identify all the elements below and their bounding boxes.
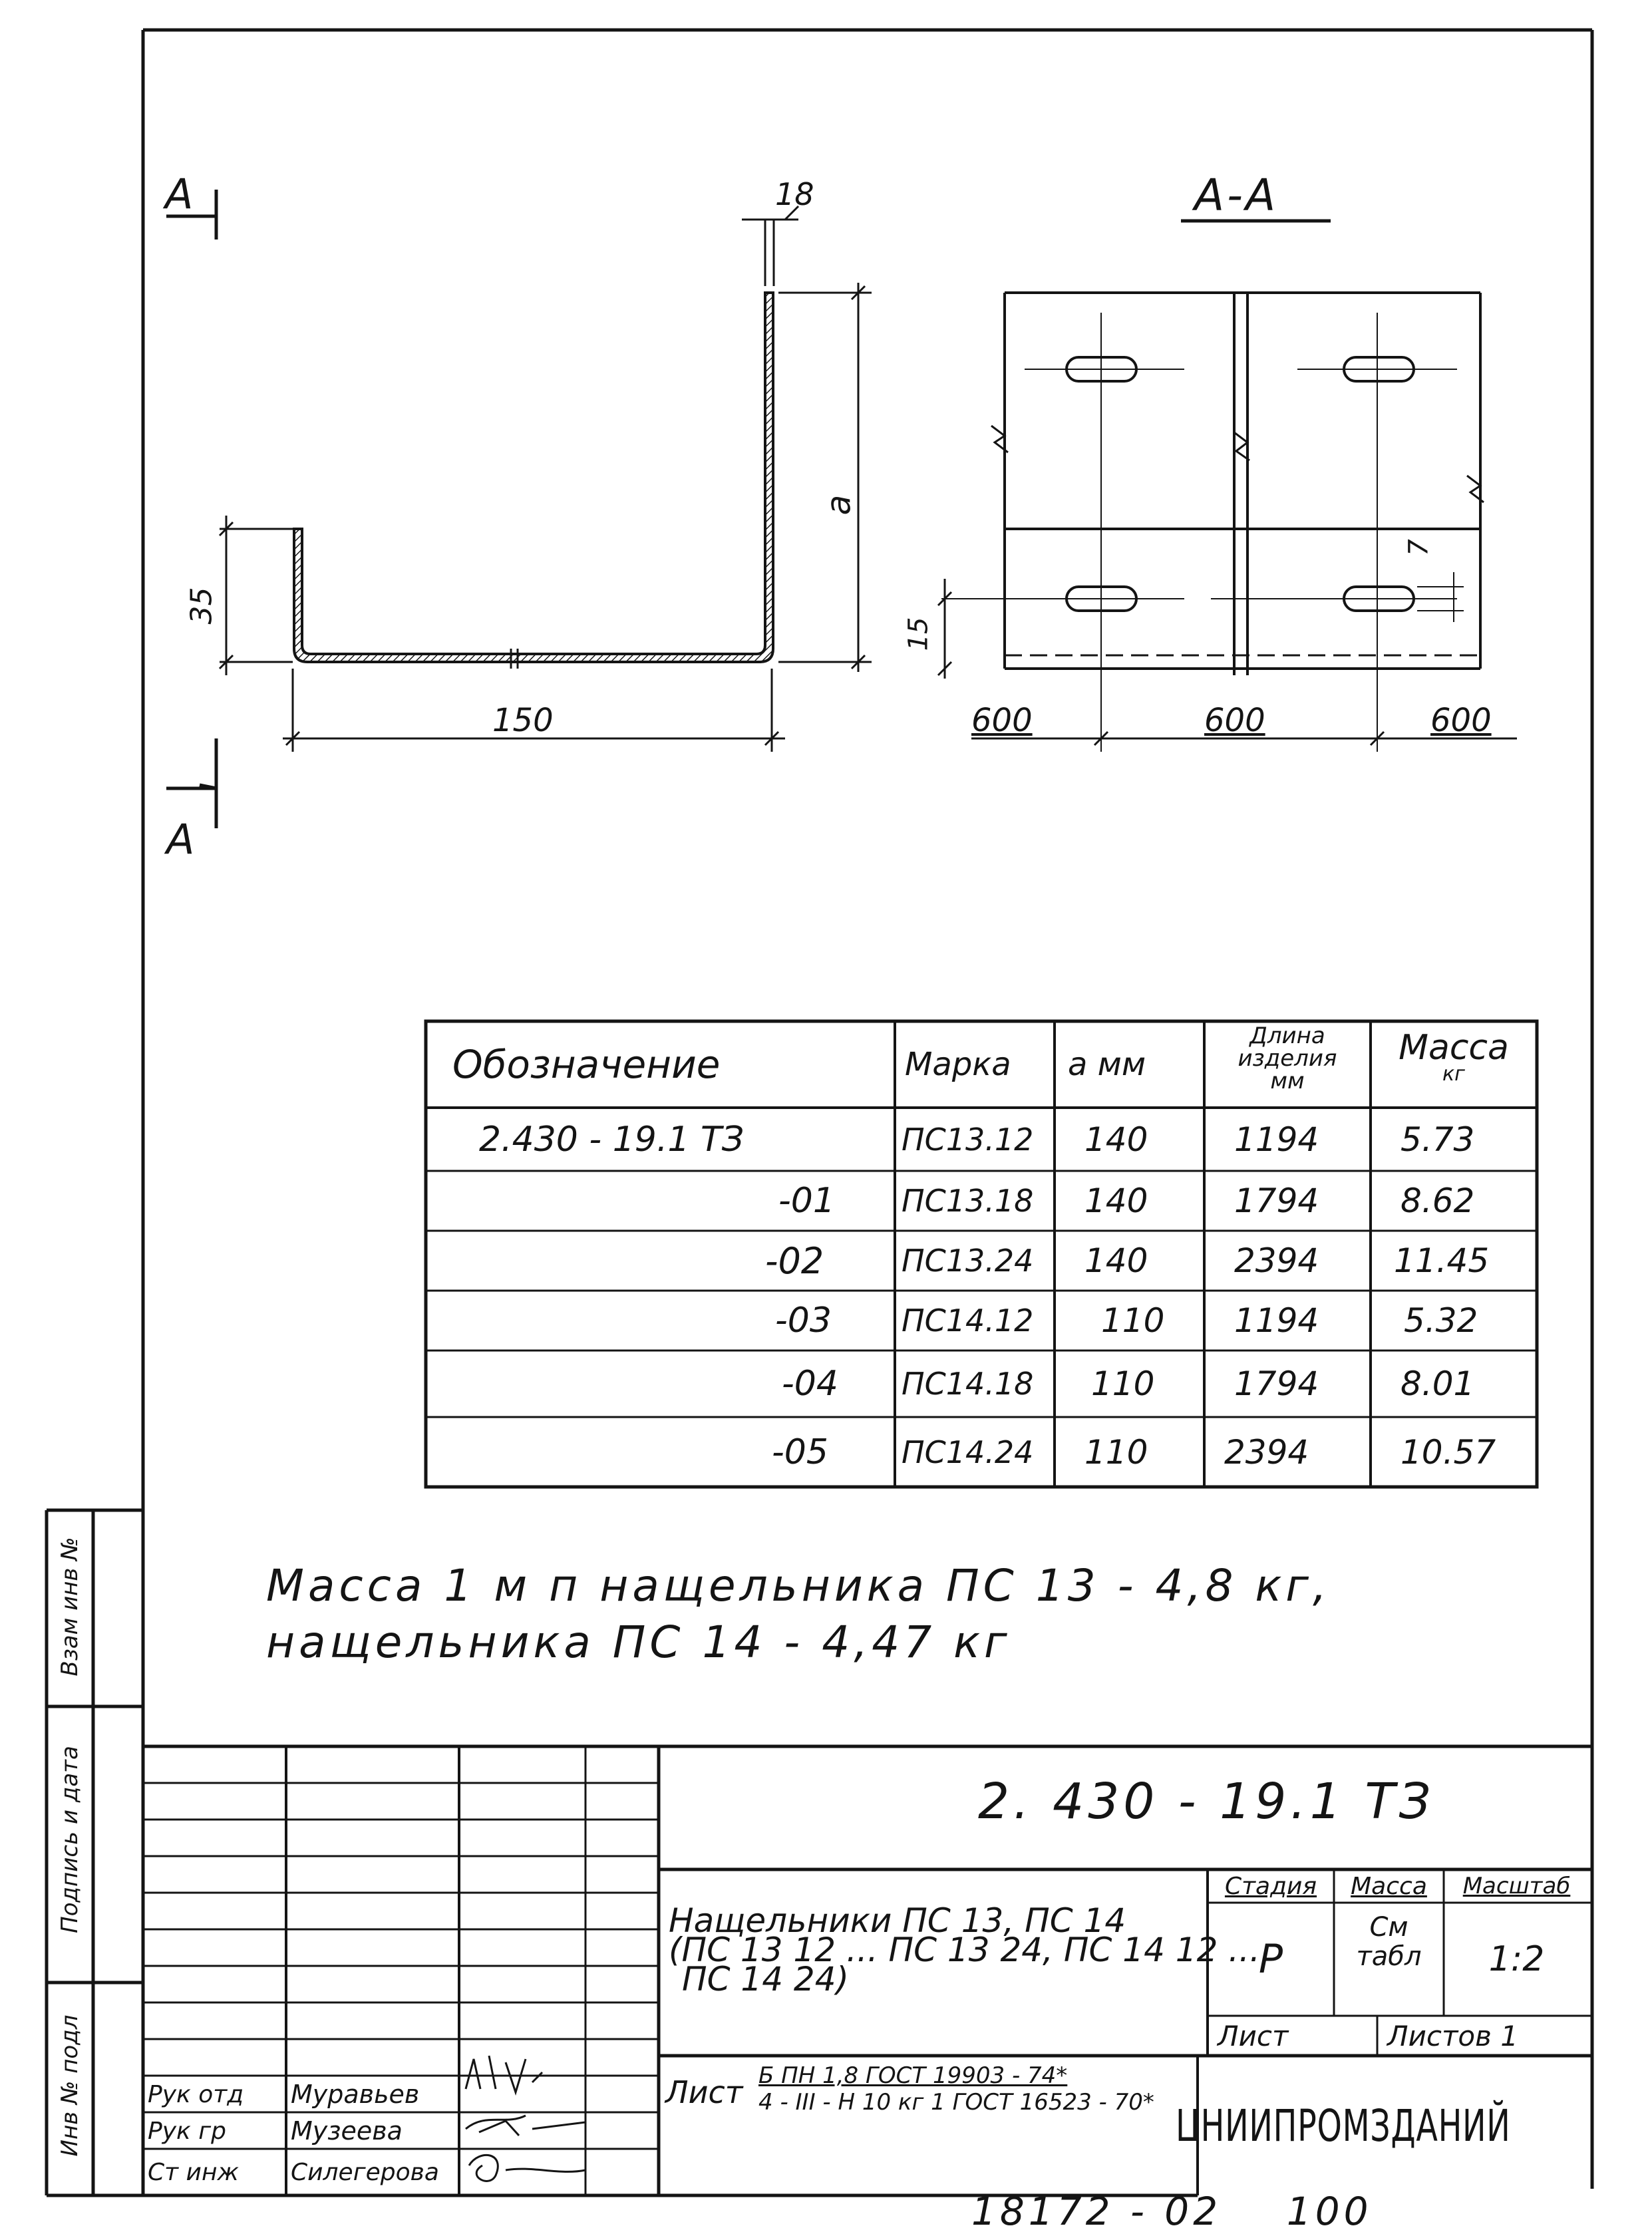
material-spec-line1: Б ПН 1,8 ГОСТ 19903 - 74* <box>758 2062 1068 2089</box>
document-code: 2. 430 - 19.1 ТЗ <box>978 1773 1435 1830</box>
row-a: 110 <box>1091 1364 1155 1403</box>
title-block-frame <box>143 1744 1592 2197</box>
sheet-frame <box>141 28 1594 2189</box>
section-title: A-A <box>1194 170 1279 221</box>
row-length: 1794 <box>1234 1182 1319 1220</box>
row-designation: -02 <box>765 1239 824 1282</box>
row-a: 110 <box>1084 1432 1148 1472</box>
spec-table-grid <box>424 1019 1539 1489</box>
signatures <box>464 2055 586 2182</box>
profile-section <box>293 291 774 669</box>
row-mass: 10.57 <box>1401 1432 1496 1472</box>
dim-slot-width: 7 <box>1403 539 1434 556</box>
row-mark: ПС13.18 <box>902 1183 1034 1219</box>
profile-dimensions <box>218 205 872 752</box>
row-designation: -03 <box>775 1301 832 1341</box>
row-length: 1194 <box>1234 1301 1319 1340</box>
signer-name: Музеева <box>291 2116 403 2146</box>
dim-hole-offset: 15 <box>903 617 934 651</box>
row-mark: ПС14.18 <box>902 1366 1034 1402</box>
row-designation: -01 <box>778 1181 835 1221</box>
row-mass: 8.01 <box>1401 1364 1475 1403</box>
drawing-title-line1: Нащельники ПС 13, ПС 14 <box>669 1901 1126 1940</box>
header-mass-line1: Масса <box>1399 1028 1509 1068</box>
signer-name: Муравьев <box>291 2080 420 2109</box>
section-marks <box>166 190 218 828</box>
side-stamp-inventory-number: Инв № подл <box>57 2014 83 2157</box>
row-a: 140 <box>1084 1241 1148 1280</box>
mass-header: Масса <box>1351 1872 1427 1900</box>
signer-role: Рук отд <box>148 2080 244 2108</box>
signer-role: Рук гр <box>148 2117 226 2145</box>
dim-flange-thickness: 18 <box>775 176 814 212</box>
drawing-title-line2: (ПС 13 12 ... ПС 13 24, ПС 14 12 ... <box>669 1931 1260 1969</box>
row-length: 2394 <box>1224 1432 1309 1472</box>
row-length: 2394 <box>1234 1241 1319 1280</box>
signer-role: Ст инж <box>148 2158 239 2186</box>
header-mark: Марка <box>905 1046 1011 1083</box>
drawing-title: Нащельники ПС 13, ПС 14 (ПС 13 12 ... ПС… <box>669 1901 1260 1998</box>
scale-value: 1:2 <box>1488 1939 1545 1979</box>
header-mass: Масса кг <box>1374 1031 1534 1084</box>
material-label: Лист <box>665 2074 743 2110</box>
row-length: 1194 <box>1234 1120 1319 1159</box>
stage-value: Р <box>1258 1936 1283 1983</box>
row-designation: -04 <box>782 1364 838 1404</box>
header-length-line1: Длина <box>1249 1023 1325 1049</box>
sheets-count: Листов 1 <box>1387 2019 1518 2052</box>
spacing-label: 600 <box>1204 702 1265 739</box>
row-designation: 2.430 - 19.1 ТЗ <box>479 1119 744 1160</box>
header-mass-line2: кг <box>1442 1062 1465 1086</box>
row-a: 140 <box>1084 1182 1148 1220</box>
dim-height-a: a <box>819 494 858 516</box>
header-a-mm: a мм <box>1068 1046 1146 1083</box>
row-mark: ПС13.24 <box>902 1243 1034 1279</box>
row-designation: -05 <box>772 1432 828 1472</box>
organization-name: ЦНИИПРОМЗДАНИЙ <box>1176 2100 1511 2152</box>
header-length-line3: мм <box>1270 1068 1305 1094</box>
stage-header: Стадия <box>1224 1872 1317 1900</box>
mass-note-line2: нащельника ПС 14 - 4,47 кг <box>266 1617 1011 1668</box>
spacing-label: 600 <box>971 702 1033 739</box>
signer-name: Силегерова <box>291 2158 439 2186</box>
row-mass: 5.73 <box>1401 1120 1475 1159</box>
side-stamp-replacement-number: Взам инв № <box>57 1537 83 1676</box>
material-spec: Б ПН 1,8 ГОСТ 19903 - 74* 4 - III - Н 10… <box>758 2062 1154 2116</box>
drawing-title-line3: ПС 14 24) <box>682 1960 850 1998</box>
header-designation: Обозначение <box>452 1042 721 1087</box>
dim-lip-height: 35 <box>184 587 219 625</box>
mass-value: См табл <box>1337 1913 1440 1971</box>
row-a: 140 <box>1084 1120 1148 1159</box>
row-mass: 5.32 <box>1404 1301 1478 1340</box>
mass-value-line1: См <box>1369 1912 1408 1943</box>
scale-header: Масштаб <box>1462 1873 1571 1899</box>
row-length: 1794 <box>1234 1364 1319 1403</box>
material-spec-line2: 4 - III - Н 10 кг 1 ГОСТ 16523 - 70* <box>758 2089 1154 2116</box>
row-mark: ПС13.12 <box>902 1121 1034 1158</box>
mass-note-line1: Масса 1 м п нащельника ПС 13 - 4,8 кг, <box>266 1560 1331 1611</box>
row-mass: 8.62 <box>1401 1182 1475 1220</box>
section-a-a <box>937 219 1517 752</box>
spacing-label: 600 <box>1430 702 1492 739</box>
side-stamp-frame <box>45 1508 145 2197</box>
header-length: Длина изделия мм <box>1208 1025 1367 1092</box>
section-mark-top: A <box>165 170 194 218</box>
section-mark-bottom: A <box>166 815 195 864</box>
row-mass: 11.45 <box>1394 1241 1490 1280</box>
mass-value-line2: табл <box>1356 1941 1422 1972</box>
dim-width: 150 <box>492 702 554 739</box>
row-mark: ПС14.24 <box>902 1434 1034 1470</box>
header-length-line2: изделия <box>1238 1045 1337 1072</box>
sheet-label: Лист <box>1218 2019 1289 2052</box>
side-stamp-signature-date: Подпись и дата <box>57 1746 83 1933</box>
row-a: 110 <box>1101 1301 1165 1340</box>
archive-number: 18172 - 02 100 <box>971 2189 1373 2234</box>
row-mark: ПС14.12 <box>902 1303 1034 1339</box>
